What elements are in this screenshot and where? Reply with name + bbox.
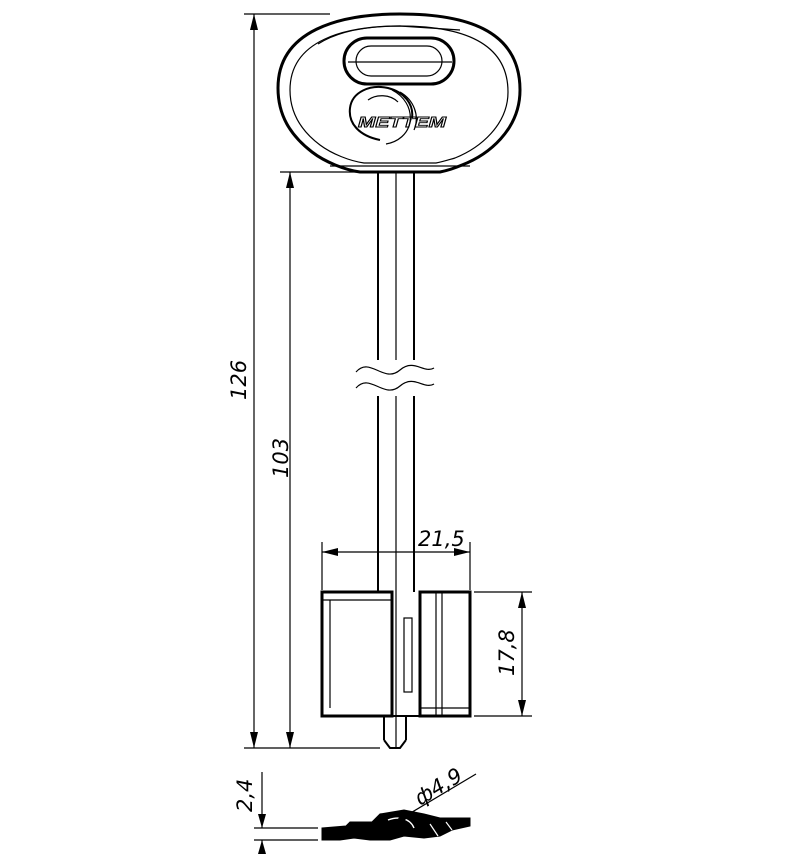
- dimension-label-shank-length: 103: [269, 438, 293, 478]
- key-head: [276, 12, 522, 174]
- dimension-label-bit-height: 17,8: [495, 629, 519, 676]
- dimension-total-length: 126: [227, 13, 380, 749]
- dimension-shank-length: 103: [269, 171, 374, 748]
- dimension-thickness: 2,4: [233, 772, 318, 854]
- dimension-label-total-length: 126: [227, 360, 251, 400]
- key-tip: [383, 739, 407, 749]
- dimension-label-thickness: 2,4: [233, 779, 257, 812]
- key-shank: [377, 172, 415, 740]
- key-bit: [320, 590, 472, 718]
- brand-logo-text: METTEM: [358, 114, 447, 131]
- dimension-bit-width: 21,5: [321, 527, 471, 590]
- dimension-label-diameter: ф4,9: [410, 763, 466, 810]
- dimension-bit-height: 17,8: [474, 591, 532, 717]
- break-symbol: [355, 364, 435, 391]
- key-ring-slot: [342, 36, 456, 86]
- dimension-label-bit-width: 21,5: [418, 527, 465, 551]
- brand-logo: METTEM: [348, 86, 447, 145]
- cross-section-profile: [321, 809, 471, 841]
